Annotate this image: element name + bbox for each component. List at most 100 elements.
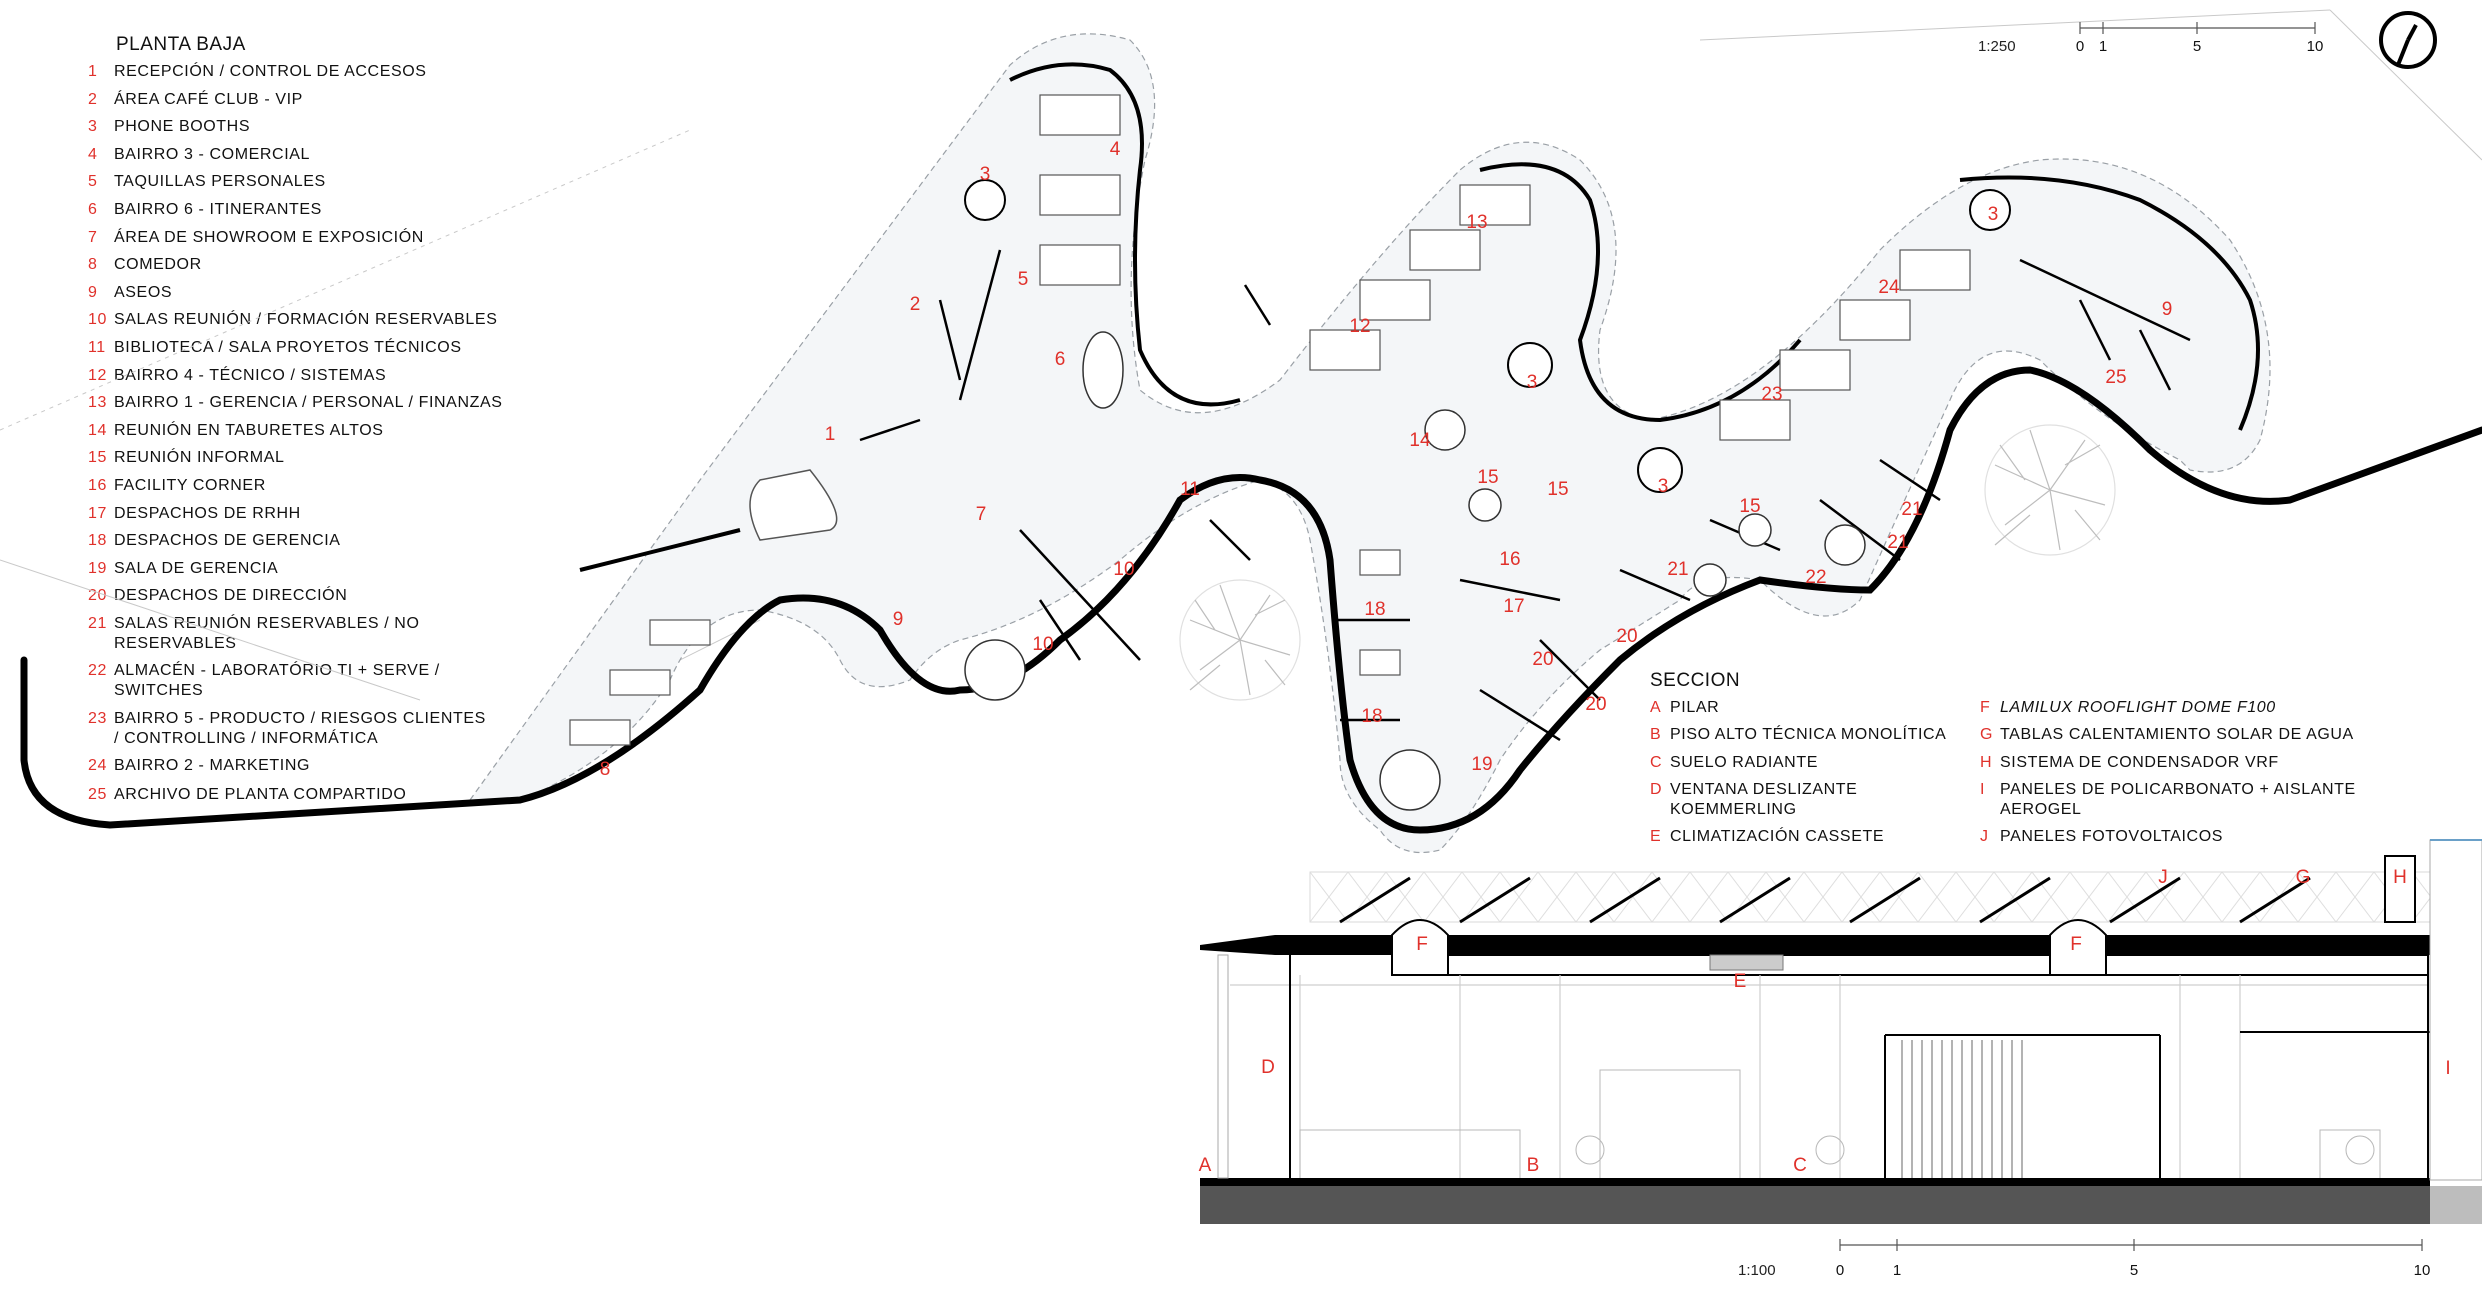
desk-cluster	[569, 719, 631, 746]
section-legend-label: CLIMATIZACIÓN CASSETE	[1670, 828, 1885, 846]
room-number: 21	[1887, 532, 1908, 553]
plan-legend-number: 13	[88, 394, 107, 412]
plan-legend-number: 6	[88, 200, 98, 218]
plan-legend-number: 23	[88, 710, 107, 728]
room-number: 15	[1547, 479, 1568, 500]
room-number-labels: 1233334567899101011121314151515161718181…	[600, 139, 2173, 780]
plan-scale-label: 1:250	[1978, 38, 2016, 55]
desk-cluster	[1779, 349, 1851, 391]
desk-cluster	[1459, 184, 1531, 226]
plan-legend-number: 20	[88, 587, 107, 605]
ground	[1200, 1186, 2482, 1224]
plan-legend-item: 5 TAQUILLAS PERSONALES	[88, 172, 528, 192]
section-letter: F	[1416, 934, 1428, 955]
plan-legend-number: 16	[88, 476, 107, 494]
plan-legend-number: 5	[88, 173, 98, 191]
north-wall-segment-3	[1959, 175, 2260, 431]
room-number: 13	[1466, 212, 1487, 233]
plan-legend-label: ÁREA CAFÉ CLUB - VIP	[114, 90, 303, 108]
plan-legend-number: 12	[88, 366, 107, 384]
section-legend-letter: A	[1650, 699, 1662, 716]
plan-legend-label: BAIRRO 5 - PRODUCTO / RIESGOS CLIENTES /…	[114, 710, 486, 748]
pv-panel	[1849, 876, 1921, 924]
section-legend-letter: D	[1650, 780, 1663, 798]
pv-panel	[1979, 876, 2051, 924]
pv-panel	[2109, 876, 2181, 924]
room-number: 5	[1018, 269, 1029, 290]
room-number: 24	[1878, 277, 1900, 298]
tree-icon	[1179, 424, 2116, 701]
plan-legend-label: BAIRRO 6 - ITINERANTES	[114, 200, 322, 218]
section-letter: G	[2296, 867, 2311, 888]
section-legend-label: TABLAS CALENTAMIENTO SOLAR DE AGUA	[2000, 726, 2354, 744]
plan-legend-label: FACILITY CORNER	[114, 476, 266, 494]
plan-legend-item: 18 DESPACHOS DE GERENCIA	[88, 531, 528, 551]
section-legend-label: PANELES FOTOVOLTAICOS	[2000, 828, 2224, 846]
polycarbonate-panel	[2429, 839, 2482, 1181]
room-number: 3	[1988, 204, 1999, 225]
plan-legend-label: REUNIÓN INFORMAL	[114, 449, 285, 467]
desk-cluster	[1409, 229, 1481, 271]
room-number: 15	[1739, 496, 1760, 517]
desk-cluster	[1839, 299, 1911, 341]
section-legend-letter: I	[1980, 780, 1986, 798]
plan-legend-label: ASEOS	[114, 283, 173, 301]
plan-legend-label: DESPACHOS DE RRHH	[114, 504, 301, 522]
plan-legend-label: DESPACHOS DE GERENCIA	[114, 532, 341, 550]
room-number: 3	[1658, 476, 1669, 497]
section-legend-letter: E	[1650, 828, 1662, 846]
room-number: 19	[1471, 754, 1492, 775]
plan-legend-number: 7	[88, 228, 98, 246]
desk-cluster	[1039, 244, 1121, 286]
plan-legend-label: COMEDOR	[114, 256, 202, 274]
section-letter: A	[1199, 1155, 1212, 1176]
section-legend-label: SISTEMA DE CONDENSADOR VRF	[2000, 753, 2279, 771]
room-number: 20	[1532, 649, 1553, 670]
section-legend-item: J PANELES FOTOVOLTAICOS	[1980, 827, 2420, 847]
floor-plate	[468, 33, 2271, 854]
section-letter: E	[1734, 971, 1747, 992]
pv-panels	[1339, 876, 2311, 924]
desk-cluster	[1039, 174, 1121, 216]
plan-scale-tick: 5	[2192, 38, 2202, 55]
plan-legend-number: 3	[88, 118, 98, 136]
pv-panel	[1589, 876, 1661, 924]
plan-legend-label: RECEPCIÓN / CONTROL DE ACCESOS	[114, 63, 427, 80]
plan-legend-label: TAQUILLAS PERSONALES	[114, 173, 326, 191]
plan-legend-label: ALMACÉN - LABORATÓRIO TI + SERVE / SWITC…	[114, 662, 440, 700]
section-title: SECCION	[1650, 670, 1741, 691]
plan-legend-number: 18	[88, 532, 107, 550]
section-legend-letter: B	[1650, 726, 1662, 744]
section-legend-letter: F	[1980, 699, 1991, 716]
plan-scale-tick: 1	[2098, 38, 2108, 55]
south-wall	[20, 366, 2482, 834]
section-scale-tick: 5	[2129, 1262, 2139, 1279]
section-legend-letter: J	[1980, 828, 1989, 846]
plan-legend-label: BAIRRO 4 - TÉCNICO / SISTEMAS	[114, 366, 387, 384]
section-scale-tick: 1	[1892, 1262, 1902, 1279]
plan-scale-tick: 0	[2075, 38, 2085, 55]
plan-legend-item: 16 FACILITY CORNER	[88, 476, 528, 496]
north-wall-segment-2	[1479, 162, 1802, 423]
pv-panel	[1459, 876, 1531, 924]
pv-panel	[1339, 876, 1411, 924]
room-number: 10	[1113, 559, 1134, 580]
desk-cluster	[649, 619, 711, 646]
room-number: 25	[2105, 367, 2126, 388]
room-number: 20	[1585, 694, 1606, 715]
plan-legend-label: SALAS REUNIÓN RESERVABLES / NO RESERVABL…	[114, 614, 420, 652]
